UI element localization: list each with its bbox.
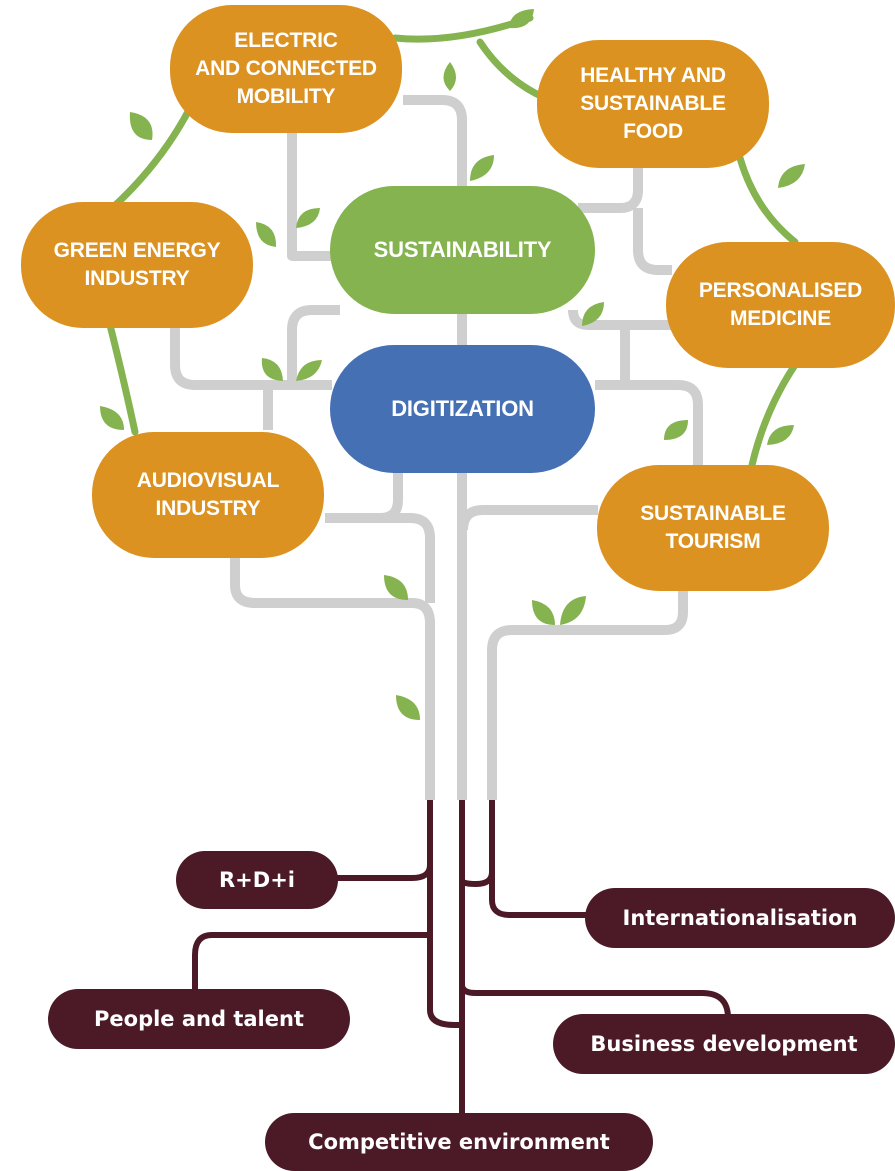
branch-line: [568, 309, 672, 330]
leaf-icon: [296, 208, 320, 228]
root-people-talent: People and talent: [48, 989, 350, 1049]
node-label: DIGITIZATION: [391, 396, 534, 421]
leaf-icon: [582, 302, 604, 326]
branch-line: [403, 95, 467, 800]
vine-line: [106, 321, 139, 436]
branch-line: [595, 380, 703, 465]
branch-line: [170, 325, 332, 390]
leaf-icon: [509, 9, 534, 29]
leaf-icon: [470, 155, 494, 181]
leaf-icon: [296, 360, 322, 381]
node-personalised-medicine: PERSONALISED MEDICINE: [666, 242, 895, 368]
root-competitive-environment: Competitive environment: [265, 1113, 653, 1171]
root-line: [489, 800, 588, 918]
branch-line: [595, 325, 630, 390]
node-electric-mobility: ELECTRIC AND CONNECTED MOBILITY: [170, 5, 402, 133]
node-sustainable-tourism: SUSTAINABLE TOURISM: [597, 465, 829, 591]
root-label: Internationalisation: [622, 906, 858, 930]
node-label: GREEN ENERGY INDUSTRY: [53, 239, 221, 290]
root-line: [459, 871, 495, 887]
leaf-icon: [256, 222, 277, 247]
vine-line: [748, 361, 799, 469]
root-line: [335, 864, 433, 881]
root-label: R+D+i: [219, 868, 295, 892]
vine-line: [736, 154, 799, 246]
root-internationalisation: Internationalisation: [585, 888, 895, 948]
node-audiovisual: AUDIOVISUAL INDUSTRY: [92, 432, 324, 558]
node-label: SUSTAINABILITY: [373, 237, 552, 262]
vine-lines: [106, 14, 799, 469]
branch-line: [633, 208, 672, 275]
leaf-icon: [100, 406, 124, 430]
root-line: [459, 984, 731, 1019]
node-label: ELECTRIC AND CONNECTED MOBILITY: [195, 29, 377, 108]
leaf-icon: [532, 600, 555, 625]
vine-line: [106, 104, 194, 214]
leaf-group: [100, 9, 805, 720]
leaf-icon: [261, 358, 283, 381]
node-green-energy: GREEN ENERGY INDUSTRY: [21, 202, 253, 328]
leaf-icon: [384, 575, 408, 600]
branch-line: [287, 130, 332, 261]
leaf-icon: [664, 420, 688, 440]
node-digitization: DIGITIZATION: [330, 345, 595, 473]
vine-line: [391, 14, 534, 43]
branch-line: [325, 470, 403, 523]
leaf-icon: [560, 596, 586, 625]
leaf-icon: [443, 62, 456, 91]
root-label: Business development: [590, 1032, 858, 1056]
branch-line: [325, 513, 435, 603]
root-lines: [192, 800, 731, 1120]
node-label: AUDIOVISUAL INDUSTRY: [136, 469, 280, 520]
branch-line: [287, 305, 340, 385]
root-line: [192, 932, 430, 990]
node-label: SUSTAINABLE TOURISM: [640, 502, 786, 553]
root-line: [427, 800, 462, 1028]
branch-line: [578, 168, 643, 213]
node-label: HEALTHY AND SUSTAINABLE FOOD: [580, 64, 726, 143]
root-business-development: Business development: [553, 1014, 895, 1074]
node-sustainability: SUSTAINABILITY: [330, 186, 595, 314]
node-healthy-food: HEALTHY AND SUSTAINABLE FOOD: [537, 40, 769, 168]
node-label: PERSONALISED MEDICINE: [698, 279, 863, 330]
branch-line: [458, 505, 598, 531]
root-rdi: R+D+i: [176, 851, 338, 909]
leaf-icon: [767, 425, 794, 445]
branch-lines: [170, 95, 703, 800]
root-label: Competitive environment: [308, 1130, 610, 1154]
leaf-icon: [129, 112, 153, 140]
branch-line: [487, 585, 688, 800]
leaf-icon: [396, 695, 420, 720]
vine-line: [476, 38, 549, 102]
branch-line: [230, 555, 435, 800]
root-label: People and talent: [94, 1007, 304, 1031]
leaf-icon: [778, 164, 805, 188]
